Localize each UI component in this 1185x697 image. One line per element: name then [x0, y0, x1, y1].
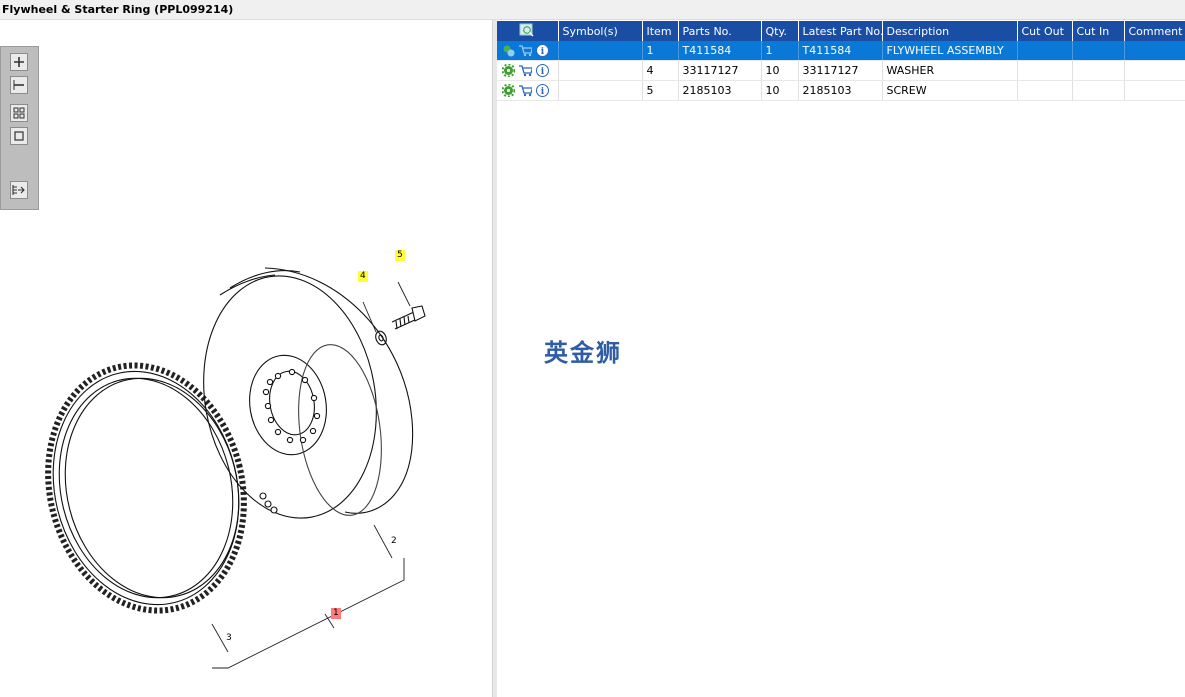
row-cut-in — [1072, 60, 1125, 81]
row-description: FLYWHEEL ASSEMBLY — [882, 41, 1018, 61]
row-description: WASHER — [882, 60, 1018, 81]
row-qty: 1 — [761, 41, 799, 61]
row-cut-out — [1017, 60, 1073, 81]
row-latest-part-no: 2185103 — [798, 80, 883, 101]
row-symbols — [558, 80, 643, 101]
row-item: 4 — [642, 60, 679, 81]
info-icon[interactable]: i — [535, 44, 549, 58]
row-cut-out — [1017, 41, 1073, 61]
washer — [375, 330, 387, 346]
callout-4[interactable]: 4 — [358, 271, 368, 282]
starter-ring-gear — [45, 362, 247, 614]
viewer-toolbar — [0, 46, 39, 210]
column-header-qty[interactable]: Qty. — [761, 21, 799, 41]
row-parts-no: T411584 — [678, 41, 762, 61]
cart-icon[interactable] — [518, 64, 532, 78]
watermark-text: 英金狮 — [544, 339, 622, 367]
row-actions: i — [497, 41, 559, 61]
pane-splitter[interactable] — [492, 20, 497, 697]
parts-list-pane: Symbol(s) Item Parts No. Qty. Latest Par… — [497, 20, 1185, 697]
row-symbols — [558, 60, 643, 81]
title-bar: Flywheel & Starter Ring (PPL099214) — [0, 0, 1185, 20]
row-latest-part-no: 33117127 — [798, 60, 883, 81]
row-parts-no: 33117127 — [678, 60, 762, 81]
export-button[interactable] — [10, 181, 28, 199]
callout-5[interactable]: 5 — [395, 250, 405, 261]
zoom-in-button[interactable] — [10, 53, 28, 71]
svg-text:i: i — [540, 67, 544, 77]
square-icon — [14, 131, 24, 141]
cart-icon[interactable] — [518, 84, 532, 98]
window-title: Flywheel & Starter Ring (PPL099214) — [2, 3, 234, 16]
row-comment — [1124, 41, 1185, 61]
info-icon[interactable]: i — [535, 64, 549, 78]
row-description: SCREW — [882, 80, 1018, 101]
column-header-cut-in[interactable]: Cut In — [1072, 21, 1125, 41]
drawing-pane[interactable]: 5 4 2 1 3 — [0, 20, 492, 697]
column-header-comment[interactable]: Comment — [1124, 21, 1185, 41]
row-cut-in — [1072, 41, 1125, 61]
row-qty: 10 — [761, 80, 799, 101]
row-item: 5 — [642, 80, 679, 101]
row-comment — [1124, 80, 1185, 101]
cart-icon[interactable] — [518, 44, 532, 58]
column-header-cut-out[interactable]: Cut Out — [1017, 21, 1073, 41]
row-parts-no: 2185103 — [678, 80, 762, 101]
column-header-symbols[interactable]: Symbol(s) — [558, 21, 643, 41]
zoom-out-button[interactable] — [10, 76, 28, 94]
info-icon[interactable]: i — [535, 84, 549, 98]
row-symbols — [558, 41, 643, 61]
parts-table: Symbol(s) Item Parts No. Qty. Latest Par… — [497, 21, 1185, 101]
row-actions: i — [497, 80, 559, 101]
gear-icon[interactable] — [501, 84, 515, 98]
plus-icon — [14, 57, 24, 67]
minus-icon — [13, 80, 24, 90]
grid-icon — [13, 107, 25, 119]
callout-3[interactable]: 3 — [226, 633, 232, 643]
fit-window-button[interactable] — [10, 127, 28, 145]
interchange-icon[interactable] — [501, 44, 515, 58]
callout-1[interactable]: 1 — [331, 608, 341, 619]
column-header-item[interactable]: Item — [642, 21, 679, 41]
flywheel-exploded-drawing — [45, 267, 426, 669]
search-preview-icon — [519, 23, 534, 36]
row-comment — [1124, 60, 1185, 81]
column-header-latest-part-no[interactable]: Latest Part No. — [798, 21, 883, 41]
svg-text:i: i — [540, 47, 544, 57]
column-header-description[interactable]: Description — [882, 21, 1018, 41]
row-latest-part-no: T411584 — [798, 41, 883, 61]
table-row[interactable]: i 4 33117127 10 33117127 WASHER — [497, 60, 1185, 81]
callout-2[interactable]: 2 — [391, 536, 397, 546]
row-actions: i — [497, 60, 559, 81]
row-cut-in — [1072, 80, 1125, 101]
column-header-tools[interactable] — [497, 21, 559, 41]
table-header-row: Symbol(s) Item Parts No. Qty. Latest Par… — [497, 21, 1185, 41]
fit-all-button[interactable] — [10, 104, 28, 122]
export-icon — [12, 185, 25, 195]
gear-icon[interactable] — [501, 64, 515, 78]
table-row[interactable]: i 1 T411584 1 T411584 FLYWHEEL ASSEMBLY — [497, 41, 1185, 61]
table-row[interactable]: i 5 2185103 10 2185103 SCREW — [497, 80, 1185, 101]
screw — [391, 305, 426, 330]
row-item: 1 — [642, 41, 679, 61]
flywheel-body — [203, 267, 414, 519]
row-cut-out — [1017, 80, 1073, 101]
row-qty: 10 — [761, 60, 799, 81]
svg-text:i: i — [540, 87, 544, 97]
column-header-parts-no[interactable]: Parts No. — [678, 21, 762, 41]
